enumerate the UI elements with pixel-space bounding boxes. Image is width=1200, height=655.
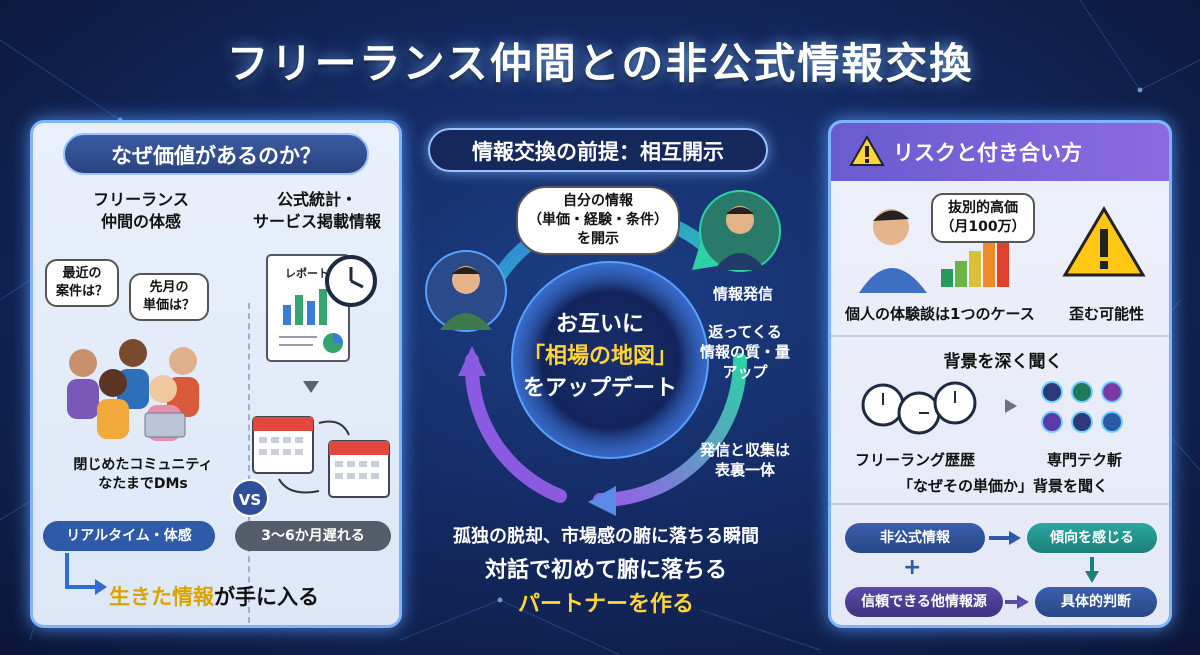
tech-icon-4 bbox=[1041, 411, 1063, 433]
clocks-illustration bbox=[861, 381, 977, 435]
column-divider bbox=[248, 303, 250, 623]
right-person-avatar bbox=[699, 190, 781, 272]
why-valuable-panel: なぜ価値があるのか？ フリーランス 仲間の体感 公式統計・ サービス掲載情報 最… bbox=[30, 120, 402, 628]
risk-heading: リスクと付き合い方 bbox=[893, 141, 1082, 165]
arrow-right-icon bbox=[65, 553, 107, 595]
peer-feel-title: フリーランス 仲間の体感 bbox=[93, 190, 189, 231]
warning-icon bbox=[849, 135, 885, 166]
big-warning-icon bbox=[1062, 206, 1146, 277]
report-label: レポート bbox=[285, 267, 329, 280]
arrow-right-icon-3 bbox=[1005, 595, 1029, 609]
mutual-disclosure-heading: 情報交換の前提：相互開示 bbox=[428, 128, 768, 172]
down-arrow-icon bbox=[303, 381, 319, 393]
center-bottom-line-2: 対話で初めて腑に落ちる bbox=[484, 558, 727, 583]
cycle-diagram bbox=[458, 206, 747, 516]
live-info-highlight: 生きた情報 bbox=[109, 585, 214, 609]
tech-icon-3 bbox=[1101, 381, 1123, 403]
live-info-rest: が手に入る bbox=[214, 585, 319, 609]
freelance-history-label: フリーラング歴歴 bbox=[855, 451, 976, 469]
informal-info-tag: 非公式情報 bbox=[845, 523, 985, 553]
center-bottom-line-3: パートナーを作る bbox=[517, 592, 694, 617]
tech-icon-6 bbox=[1101, 411, 1123, 433]
bubble-last-month-price: 先月の 単価は？ bbox=[129, 273, 209, 321]
delay-tag: 3〜6か月遅れる bbox=[235, 521, 391, 551]
trend-tag: 傾向を感じる bbox=[1027, 523, 1157, 553]
thinking-person-illustration bbox=[859, 209, 1009, 293]
info-send-label: 情報発信 bbox=[712, 285, 773, 303]
arrow-right-small-icon bbox=[1005, 399, 1017, 413]
tech-icon-2 bbox=[1071, 381, 1093, 403]
live-info-text: 生きた情報が手に入る bbox=[109, 581, 319, 611]
core-line-1: お互いに bbox=[555, 312, 644, 337]
risk-header-bar bbox=[831, 123, 1169, 181]
reliable-source-tag: 信頼できる他情報源 bbox=[845, 587, 1003, 617]
section-divider-2 bbox=[831, 503, 1169, 505]
distort-text: 歪む可能性 bbox=[1069, 305, 1145, 323]
deep-listen-heading: 背景を深く聞く bbox=[943, 352, 1063, 372]
left-person-avatar bbox=[425, 250, 507, 332]
risk-panel: リスクと付き合い方 抜別的高価 （月100万） 個人の体験談は1つのケース 歪む… bbox=[828, 120, 1172, 628]
why-valuable-heading: なぜ価値があるのか？ bbox=[63, 133, 369, 175]
concrete-judgment-tag: 具体的判断 bbox=[1035, 587, 1157, 617]
self-info-bubble: 自分の情報 （単価・経験・条件） を開示 bbox=[516, 186, 680, 255]
core-line-3: をアップデート bbox=[522, 376, 677, 401]
official-stats-title: 公式統計・ サービス掲載情報 bbox=[252, 190, 381, 231]
arrow-down-icon bbox=[1085, 557, 1099, 583]
closed-community-text: 閉じめたコミュニティ なたまでDMs bbox=[73, 457, 213, 492]
single-case-text: 個人の体験談は1つのケース bbox=[845, 305, 1035, 323]
tech-skill-label: 専門テク斬 bbox=[1047, 451, 1123, 469]
vs-badge: VS bbox=[231, 479, 269, 517]
core-line-2: 「相場の地図」 bbox=[522, 344, 677, 369]
section-divider bbox=[831, 335, 1169, 337]
tech-icon-5 bbox=[1071, 411, 1093, 433]
page-title: フリーランス仲間との非公式情報交換 bbox=[226, 39, 974, 88]
center-bottom-line-1: 孤独の脱却、市場感の腑に落ちる瞬間 bbox=[453, 526, 759, 547]
ask-why-price-text: 「なぜその単価か」背景を聞く bbox=[897, 477, 1108, 495]
realtime-tag: リアルタイム・体感 bbox=[43, 521, 215, 551]
plus-sign: + bbox=[903, 555, 922, 580]
peer-group-illustration bbox=[67, 339, 199, 441]
calendar-illustration bbox=[252, 416, 390, 498]
return-info-label: 返ってくる 情報の質・量 アップ bbox=[699, 323, 790, 381]
arrow-right-icon-2 bbox=[989, 531, 1021, 545]
report-illustration bbox=[266, 254, 377, 362]
bubble-recent-jobs: 最近の 案件は？ bbox=[45, 259, 119, 307]
price-bubble: 抜別的高価 （月100万） bbox=[931, 193, 1035, 243]
mutual-label: 発信と収集は 表裏一体 bbox=[699, 441, 790, 479]
tech-icon-1 bbox=[1041, 381, 1063, 403]
